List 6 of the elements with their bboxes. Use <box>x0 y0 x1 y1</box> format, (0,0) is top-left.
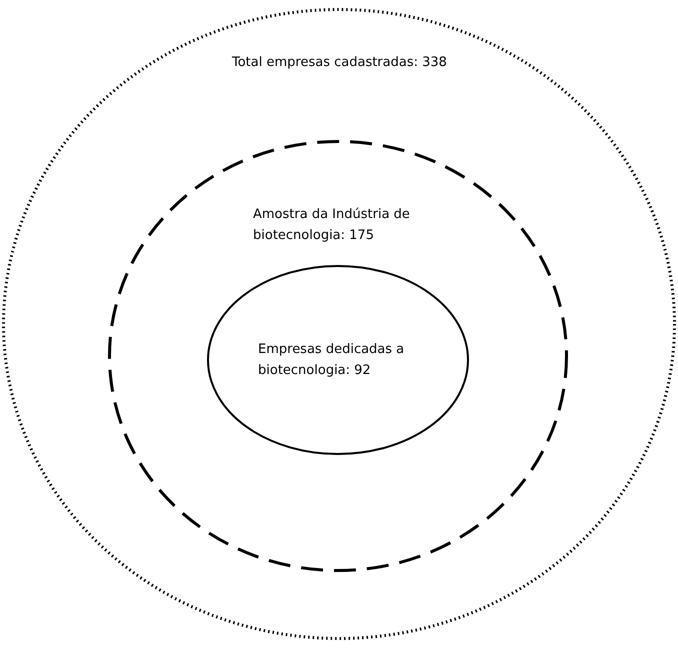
ellipse <box>207 265 469 455</box>
ellipse <box>2 8 676 640</box>
ellipse-label: Total empresas cadastradas: 338 <box>232 54 447 72</box>
ellipse-label: Amostra da Indústria de biotecnologia: 175 <box>253 206 411 245</box>
ellipse-label: Empresas dedicadas a biotecnologia: 92 <box>258 341 406 380</box>
ellipse <box>108 140 568 572</box>
